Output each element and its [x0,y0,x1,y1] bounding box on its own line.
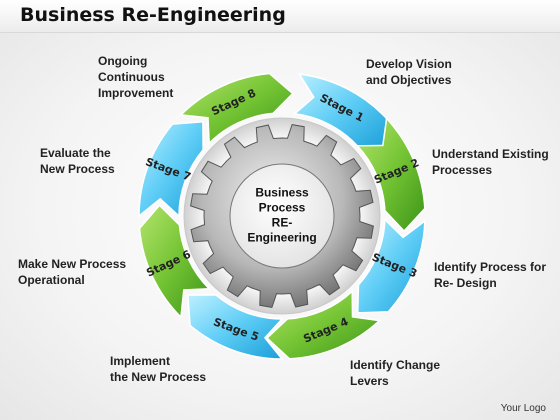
slide-title: Business Re-Engineering [20,4,286,26]
caption-stage-4: Identify Change Levers [350,358,441,388]
gear-hub [229,163,335,269]
caption-stage-7: Evaluate the New Process [40,146,115,176]
stage-6-arrow [138,204,211,319]
center-text-line: Business [255,186,309,200]
center-text-line: Process [259,201,306,215]
stage-7-arrow [138,120,204,218]
center-text-line: RE- [272,216,293,230]
caption-stage-5: Implement the New Process [110,354,207,384]
logo-placeholder: Your Logo [500,403,546,414]
caption-stage-3: Identify Process for Re- Design [434,260,547,290]
stage-5-arrow [186,294,284,360]
caption-stage-1: Develop Vision and Objectives [366,57,452,87]
title-bar [0,0,560,33]
center-text-line: Engineering [247,231,316,245]
caption-stage-6: Make New Process Operational [18,257,127,287]
caption-stage-8: Ongoing Continuous Improvement [98,54,174,100]
stage-2-arrow [355,116,426,233]
stage-8-arrow [179,72,294,145]
stage-4-arrow [265,289,382,360]
stage-3-arrow [356,217,426,314]
caption-stage-2: Understand Existing Processes [432,147,549,177]
